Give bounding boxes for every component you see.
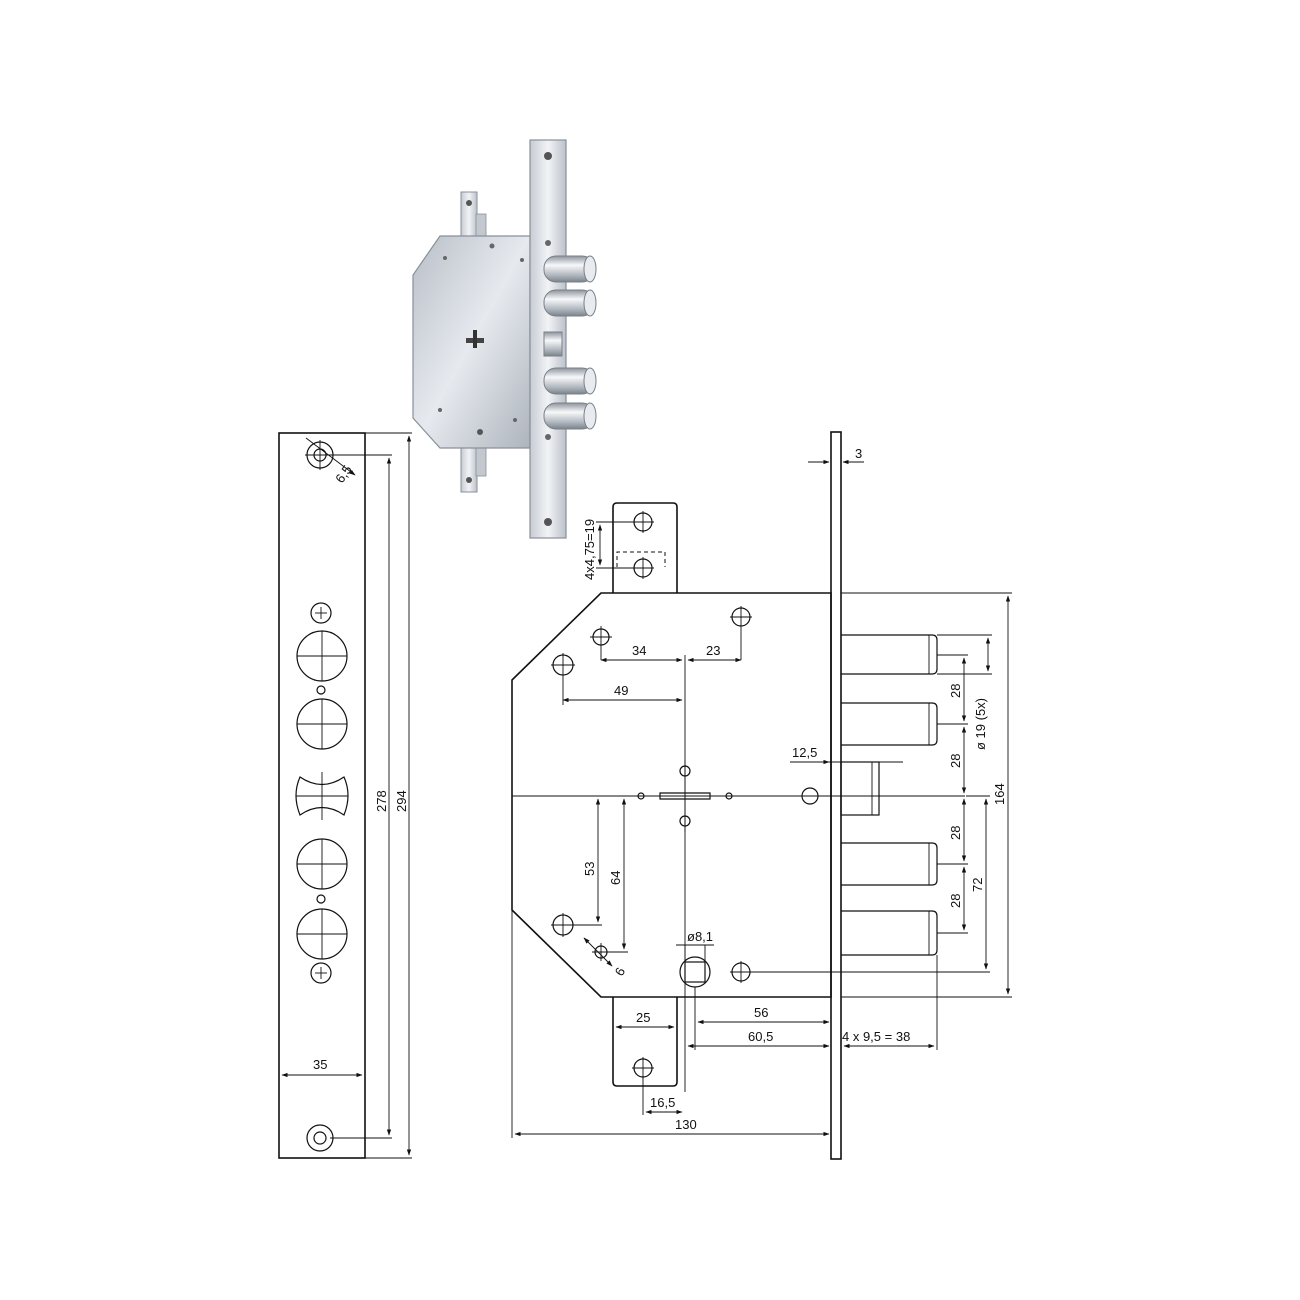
- side-view: 3 4x4,75=19 34 23 49 12,5 53 64 6 ø8,1: [511, 431, 1012, 1160]
- render-bolt: [543, 289, 597, 317]
- dim-72-label: 72: [970, 878, 985, 892]
- dim-pitch-4-label: 28: [948, 894, 963, 908]
- render-screw-icon: [513, 418, 517, 422]
- dim-278-label: 278: [374, 790, 389, 812]
- render-screw-icon: [477, 429, 483, 435]
- dim-3-label: 3: [855, 446, 862, 461]
- side-tab-bottom: [612, 997, 678, 1087]
- dim-25-label: 25: [636, 1010, 650, 1025]
- render-tab-hole-icon: [466, 200, 472, 206]
- dim-64-label: 64: [608, 871, 623, 885]
- dim-tab-holes-label: 4x4,75=19: [582, 519, 597, 580]
- side-mount-hole: [730, 606, 752, 660]
- dim-16-5-label: 16,5: [650, 1095, 675, 1110]
- dim-pitch-2-label: 28: [948, 754, 963, 768]
- side-mount-hole: [590, 626, 612, 660]
- side-faceplate: [830, 431, 842, 1160]
- dim-pitch-3-label: 28: [948, 826, 963, 840]
- render-bolt: [543, 255, 597, 283]
- side-latch: [840, 761, 880, 816]
- dim-130-label: 130: [675, 1117, 697, 1132]
- render-faceplate-screw-icon: [545, 240, 551, 246]
- front-view: 6,5 278 294 35: [278, 432, 412, 1159]
- faceplate-latch-hole: [295, 772, 349, 820]
- dim-49-label: 49: [614, 683, 628, 698]
- render-bolt: [543, 402, 597, 430]
- render-tab-hole-icon: [466, 477, 472, 483]
- side-bolt: [841, 634, 938, 675]
- side-tab-top-recess: [616, 551, 666, 567]
- dim-35-label: 35: [313, 1057, 327, 1072]
- dim-56-label: 56: [754, 1005, 768, 1020]
- dim-53-label: 53: [582, 862, 597, 876]
- faceplate-bolt-hole: [296, 908, 348, 960]
- render-keyhole: [473, 330, 477, 348]
- dim-8-1-label: ø8,1: [687, 929, 713, 944]
- dim-294-label: 294: [394, 790, 409, 812]
- side-bolt: [841, 910, 938, 956]
- render-screw-icon: [489, 243, 495, 249]
- dim-6-label: 6: [612, 965, 629, 979]
- side-spindle: [679, 956, 711, 988]
- side-mount-hole: [730, 961, 752, 983]
- faceplate-bolt-hole: [296, 838, 348, 890]
- render-screw-icon: [438, 408, 442, 412]
- render-bolt: [543, 367, 597, 395]
- dim-hole-label: 6,5: [332, 462, 355, 485]
- render-faceplate-hole-icon: [544, 518, 552, 526]
- faceplate-screw-icon: [310, 602, 332, 624]
- lock-render: [412, 139, 597, 539]
- side-tab-top: [612, 502, 678, 593]
- faceplate-bottom-hole: [306, 1124, 334, 1152]
- side-bolt: [841, 842, 938, 886]
- faceplate-outline: [278, 432, 366, 1159]
- render-screw-icon: [443, 256, 447, 260]
- render-screw-icon: [520, 258, 524, 262]
- side-bolt: [841, 702, 938, 746]
- render-faceplate-hole-icon: [544, 152, 552, 160]
- dim-23-label: 23: [706, 643, 720, 658]
- faceplate-screw-icon: [310, 962, 332, 984]
- dim-34-label: 34: [632, 643, 646, 658]
- dim-bolt-throw-label: 4 x 9,5 = 38: [842, 1029, 910, 1044]
- faceplate-bolt-hole: [296, 698, 348, 750]
- dim-bolt-dia-label: ø 19 (5x): [973, 698, 988, 750]
- faceplate-small-hole: [316, 894, 326, 904]
- dim-pitch-1-label: 28: [948, 684, 963, 698]
- render-latch: [543, 331, 563, 357]
- dim-164-label: 164: [992, 783, 1007, 805]
- side-case-body: [511, 592, 832, 998]
- render-faceplate-screw-icon: [545, 434, 551, 440]
- faceplate-bolt-hole: [296, 630, 348, 682]
- faceplate-small-hole: [316, 685, 326, 695]
- side-mount-hole: [551, 653, 575, 705]
- dim-12-5-label: 12,5: [792, 745, 817, 760]
- dim-60-5-label: 60,5: [748, 1029, 773, 1044]
